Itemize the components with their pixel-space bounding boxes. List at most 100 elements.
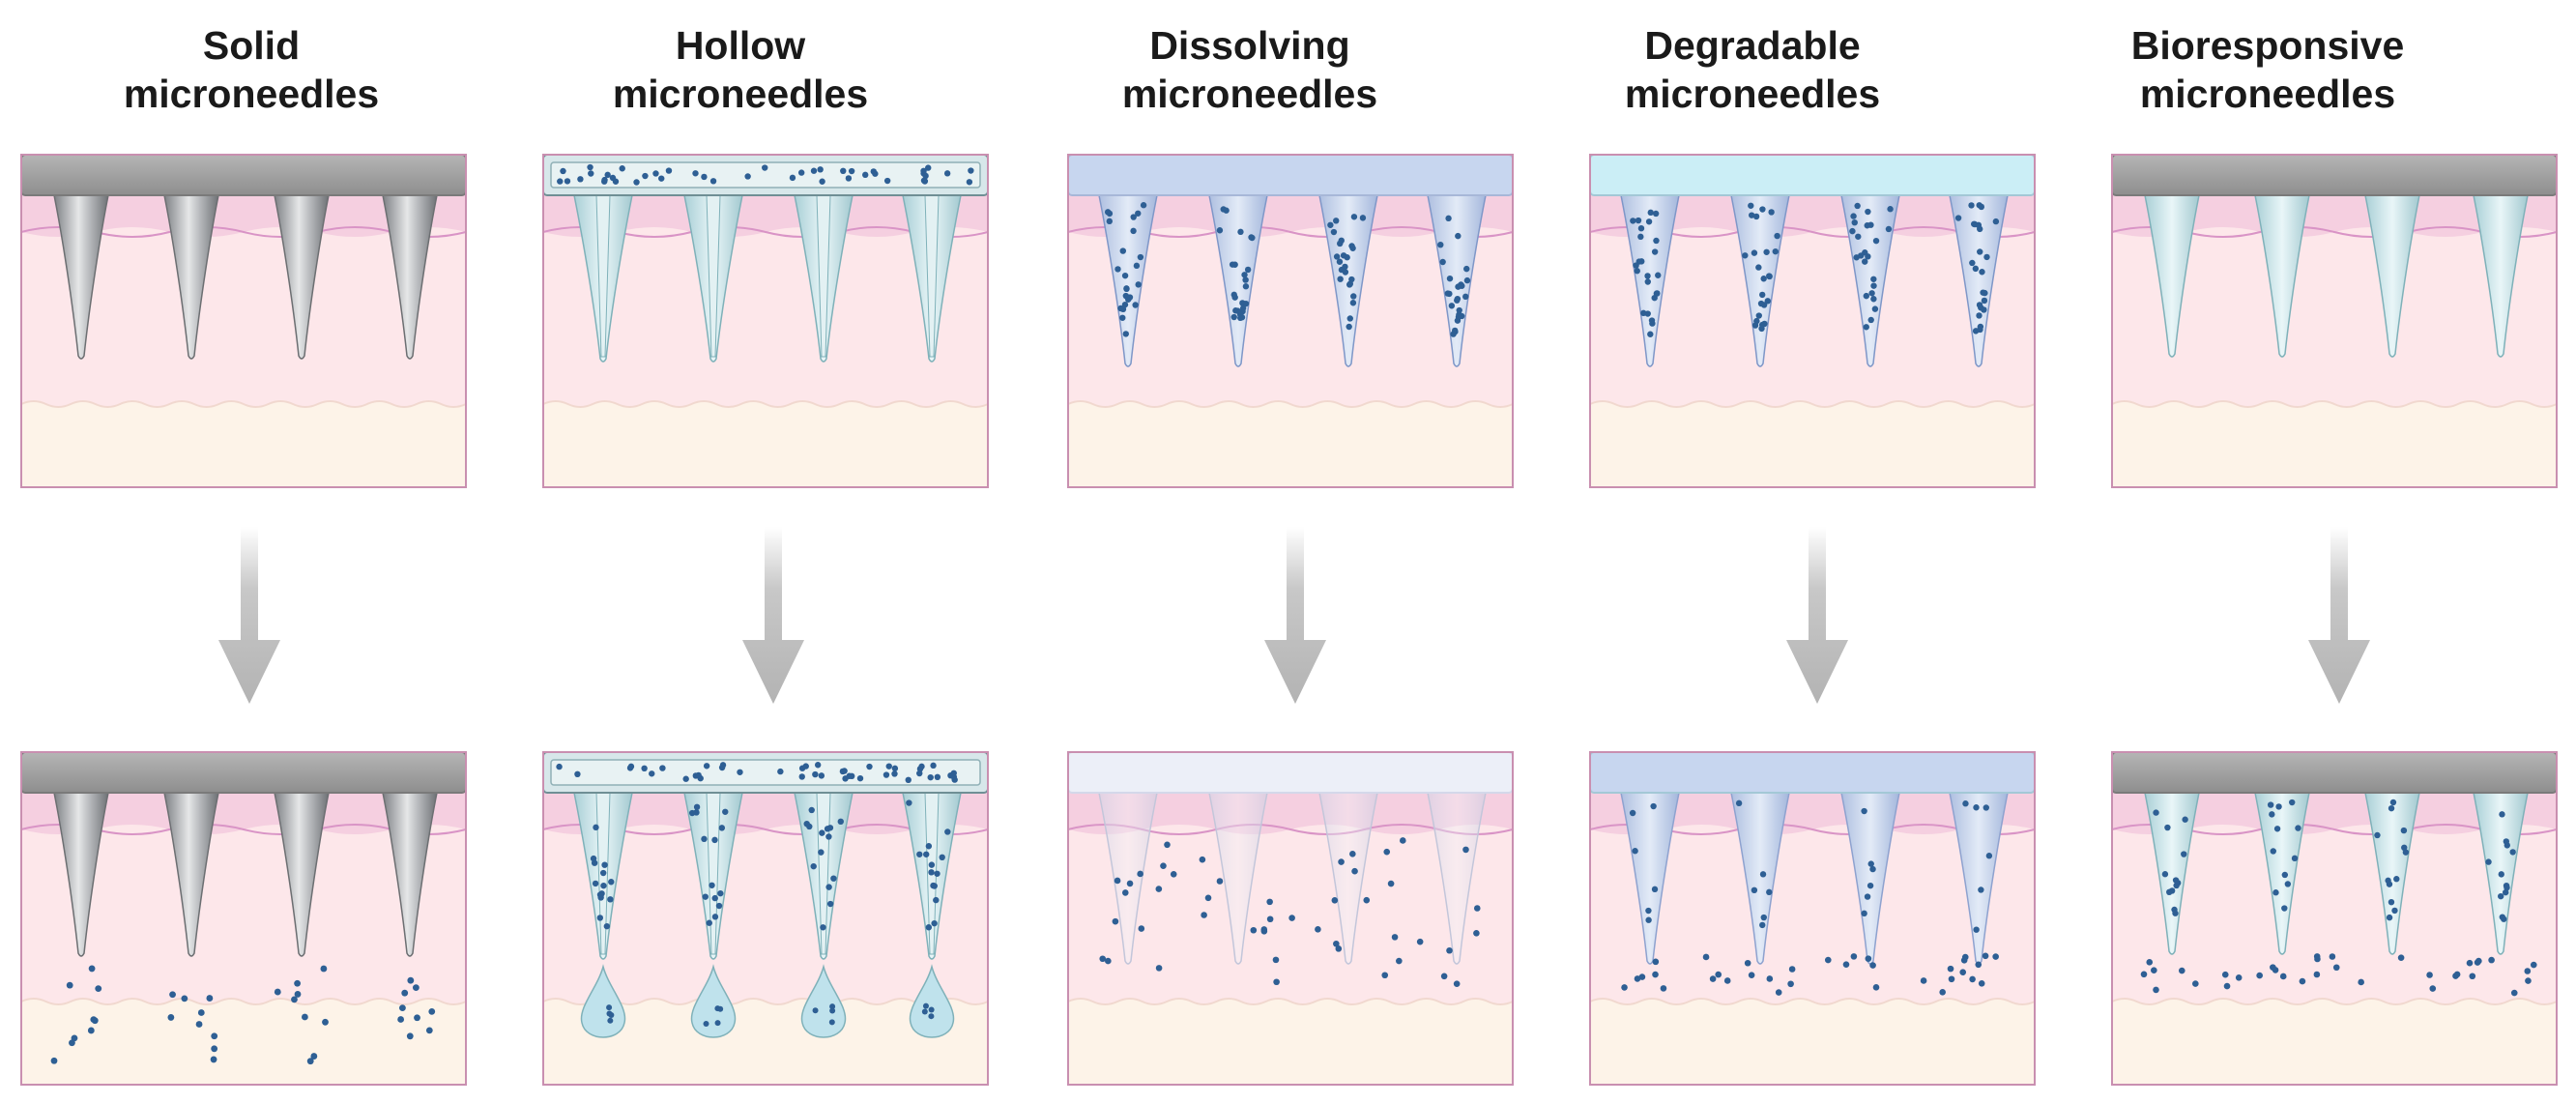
drug-particle: [1864, 893, 1871, 900]
drug-particle: [920, 177, 928, 184]
drug-particle: [195, 1021, 203, 1028]
drug-particle: [1338, 858, 1345, 865]
drug-particle: [306, 1058, 314, 1065]
panel-bioresponsive-after: [2111, 751, 2558, 1086]
drug-particle: [1446, 275, 1454, 282]
drug-particle: [2164, 824, 2171, 831]
drug-particle: [1135, 281, 1142, 288]
drug-particle: [169, 991, 176, 999]
panel-frame: [2111, 751, 2558, 1086]
drug-particle: [719, 762, 727, 769]
drug-particle: [1266, 898, 1273, 906]
hypodermis-layer: [21, 401, 466, 487]
drug-particle: [2173, 882, 2180, 889]
drug-particle: [599, 869, 607, 877]
drug-particle: [1768, 209, 1775, 216]
drug-particle: [1351, 867, 1358, 875]
drug-particle: [921, 1008, 928, 1015]
drug-particle: [1968, 202, 1975, 209]
drug-particle: [2272, 889, 2279, 896]
drug-particle: [1349, 851, 1356, 857]
drug-particle: [706, 919, 712, 926]
drug-particle: [310, 1053, 318, 1060]
drug-particle: [1473, 929, 1480, 937]
down-arrow-solid: [218, 527, 280, 704]
drug-particle: [1854, 202, 1861, 210]
drug-particle: [1862, 258, 1868, 265]
dermis-boundary: [20, 998, 467, 1005]
drug-particle: [1982, 289, 1988, 297]
drug-particle: [1960, 956, 1968, 964]
drug-particle: [1983, 804, 1989, 811]
drug-particle: [1260, 926, 1268, 933]
drug-particle: [711, 894, 718, 902]
drug-particle: [1204, 894, 1212, 902]
drug-particle: [2332, 964, 2340, 972]
drug-particle: [814, 762, 822, 769]
drug-particle: [1865, 208, 1871, 216]
drug-particle: [916, 770, 923, 777]
drug-particle: [1440, 973, 1448, 980]
hypodermis-layer: [1068, 401, 1513, 487]
drug-particle: [845, 175, 853, 182]
drug-particle: [607, 896, 614, 903]
drug-particle: [1446, 946, 1453, 954]
drug-particle: [925, 924, 933, 931]
needle-backing: [1589, 154, 2036, 196]
drug-particle: [1344, 254, 1350, 261]
drug-particle: [1978, 886, 1984, 893]
drug-particle: [1954, 215, 1962, 221]
drug-particle: [692, 170, 699, 177]
drug-particle: [820, 924, 826, 931]
drug-particle: [1119, 247, 1126, 254]
drug-particle: [1462, 846, 1469, 854]
drug-particle: [2389, 799, 2397, 806]
drug-particle: [848, 167, 855, 175]
drug-particle: [1238, 314, 1246, 321]
drug-particle: [2299, 977, 2306, 985]
hypodermis-layer: [1590, 401, 2035, 487]
drug-particle: [1759, 291, 1766, 299]
microneedle: [2473, 194, 2529, 358]
drug-particle: [1759, 206, 1766, 213]
drug-particle: [722, 808, 729, 815]
drug-particle: [1751, 249, 1758, 256]
drug-particle: [1231, 261, 1238, 268]
drug-particle: [608, 879, 615, 886]
dermis-boundary: [1067, 998, 1514, 1005]
drug-particle: [803, 820, 810, 828]
drug-particle: [789, 174, 796, 182]
needle-backing: [1067, 751, 1514, 794]
needle-backing: [2111, 154, 2558, 196]
drug-particle: [717, 889, 724, 897]
drug-particle: [966, 179, 973, 186]
drug-particle: [593, 824, 599, 831]
drug-particle: [925, 164, 932, 171]
drug-particle: [1359, 215, 1367, 221]
microneedle: [1318, 194, 1378, 367]
drug-particle: [2510, 989, 2518, 997]
drug-particle: [1645, 218, 1653, 225]
drug-particle: [206, 995, 214, 1002]
drug-particle: [810, 167, 818, 174]
drug-droplet: [909, 964, 955, 1038]
drug-particle: [1863, 292, 1870, 300]
drug-particle: [1337, 276, 1344, 282]
drug-particle: [702, 893, 709, 900]
drug-particle: [1121, 301, 1129, 308]
drug-particle: [1383, 848, 1391, 856]
drug-particle: [931, 919, 938, 927]
drug-particle: [856, 774, 864, 782]
drug-particle: [1977, 225, 1983, 233]
drug-particle: [939, 854, 945, 861]
drug-particle: [1640, 309, 1647, 317]
drug-particle: [1751, 886, 1758, 894]
drug-particle: [425, 1027, 433, 1034]
drug-particle: [2429, 985, 2437, 992]
drug-particle: [1976, 302, 1983, 308]
drug-particle: [1870, 276, 1877, 282]
drug-particle: [1787, 980, 1794, 988]
drug-particle: [397, 1016, 405, 1023]
title-line-1: Dissolving: [1149, 23, 1350, 68]
dermis-boundary: [1589, 998, 2036, 1005]
